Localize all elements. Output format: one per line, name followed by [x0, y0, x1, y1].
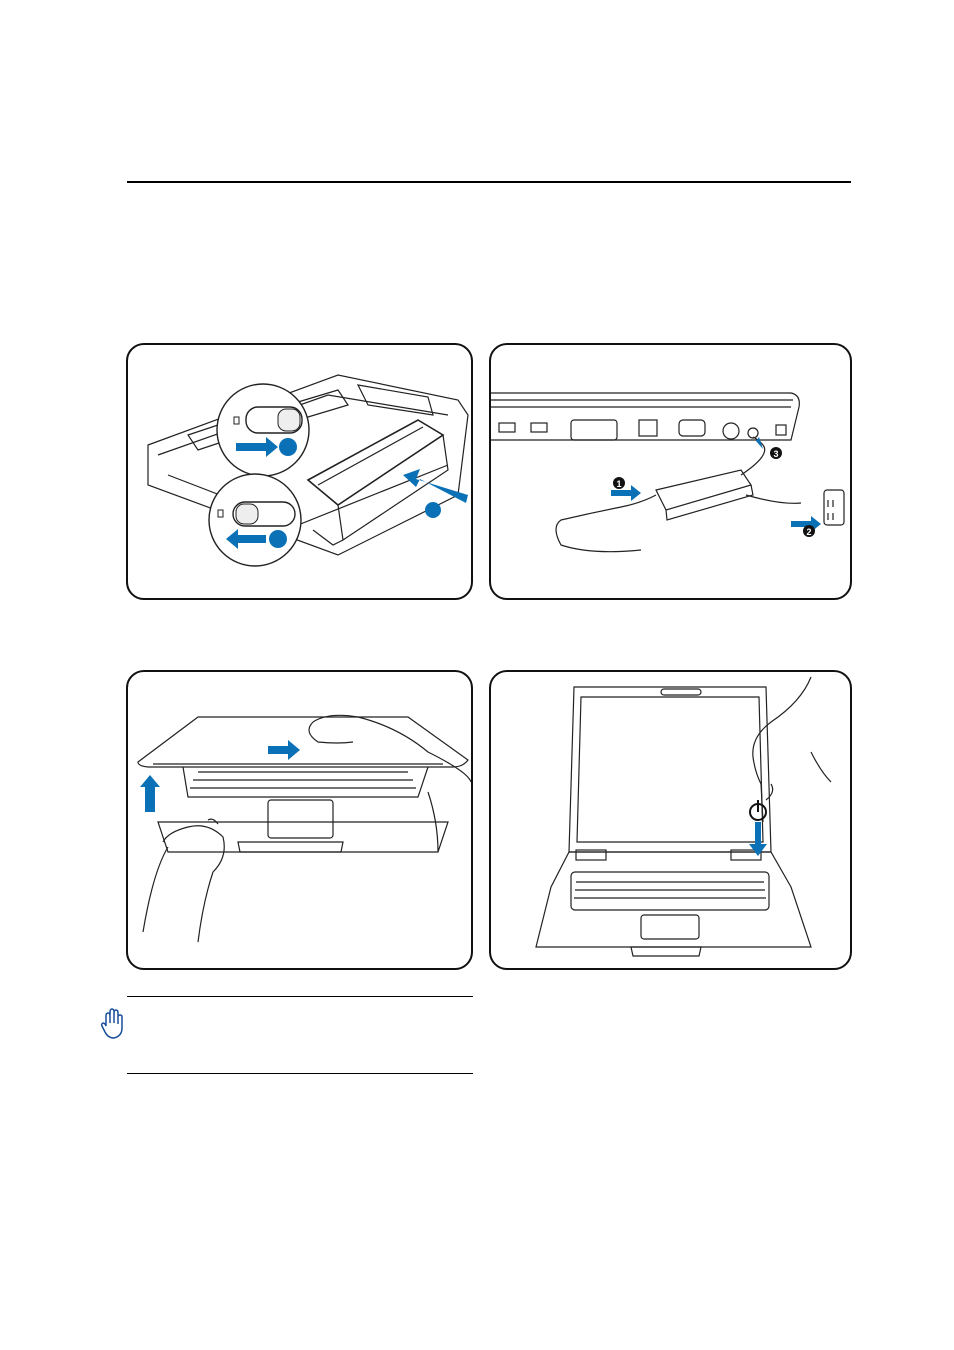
battery-illustration [128, 345, 471, 598]
open-lid-illustration [128, 672, 471, 968]
figure-open-lid [126, 670, 473, 970]
step-1-label: 1 [616, 479, 621, 489]
power-adapter-illustration: 1 2 3 [491, 345, 850, 598]
step-2-label: 2 [806, 527, 811, 537]
step-3-label: 3 [773, 449, 778, 459]
note-rule-top [127, 996, 473, 997]
step-circle [425, 502, 441, 518]
hand-icon [100, 1008, 126, 1040]
figure-connect-power: 1 2 3 [489, 343, 852, 600]
note-rule-bottom [127, 1073, 473, 1074]
header-rule [127, 181, 851, 183]
figure-install-battery [126, 343, 473, 600]
power-on-illustration [491, 672, 850, 968]
figure-power-on [489, 670, 852, 970]
